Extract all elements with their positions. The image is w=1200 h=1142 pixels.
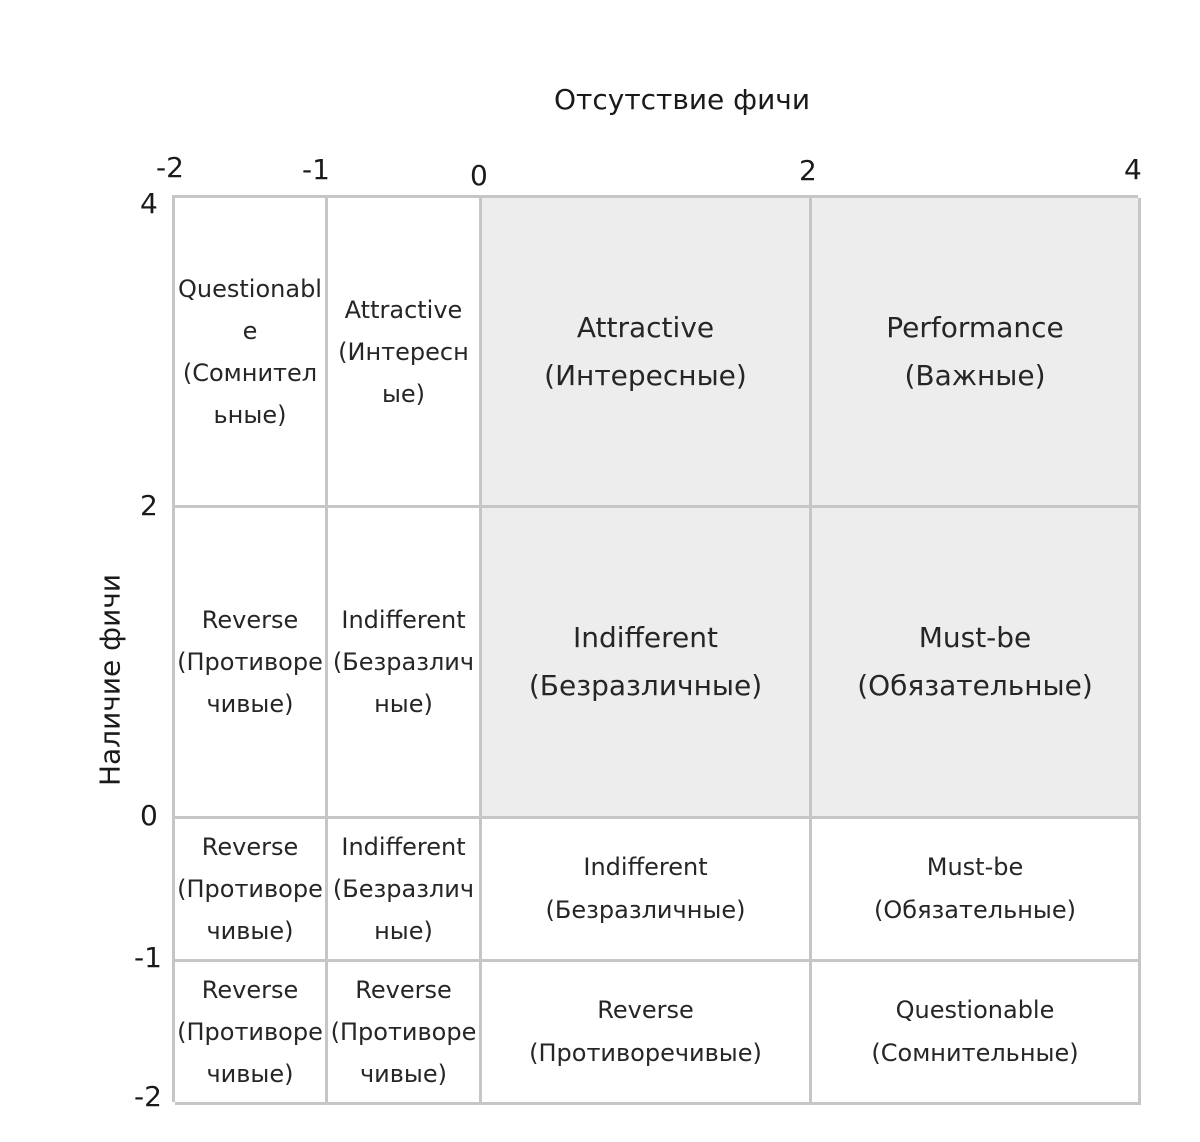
grid-cell: Indifferent (Безразличные) (482, 508, 812, 819)
grid-cell: Performance (Важные) (812, 198, 1141, 508)
grid-cell: Attractive (Интересные) (328, 198, 482, 508)
y-tick: 0 (140, 799, 158, 832)
cell-text: Reverse (Противоречивые) (330, 969, 477, 1095)
y-tick: -1 (134, 941, 162, 974)
cell-text: Questionable (Сомнительные) (814, 989, 1136, 1075)
y-tick: -2 (134, 1080, 162, 1113)
cell-translation: (Безразличные) (545, 896, 746, 924)
cell-translation: (Интересные) (338, 337, 469, 408)
cell-category: Reverse (201, 606, 299, 634)
cell-category: Reverse (201, 976, 299, 1004)
cell-translation: (Обязательные) (874, 896, 1076, 924)
cell-category: Indifferent (573, 621, 718, 654)
cell-category: Attractive (344, 295, 463, 324)
x-axis-title: Отсутствие фичи (554, 83, 811, 116)
cell-category: Indifferent (341, 833, 466, 861)
cell-translation: (Безразличные) (332, 875, 475, 945)
grid-cell: Questionable (Сомнительные) (175, 198, 328, 508)
grid-cell: Indifferent (Безразличные) (482, 819, 812, 962)
y-axis-title: Наличие фичи (93, 573, 127, 787)
x-tick: -1 (302, 153, 330, 186)
cell-text: Must-be (Обязательные) (814, 846, 1136, 932)
grid-cell: Reverse (Противоречивые) (328, 962, 482, 1105)
cell-translation: (Сомнительные) (182, 358, 318, 429)
cell-category: Must-be (918, 621, 1032, 654)
grid-cell: Reverse (Противоречивые) (175, 819, 328, 962)
x-tick: 2 (799, 154, 817, 187)
grid-cell: Reverse (Противоречивые) (175, 508, 328, 819)
grid-cell: Must-be (Обязательные) (812, 819, 1141, 962)
cell-category: Performance (886, 310, 1064, 344)
cell-text: Reverse (Противоречивые) (177, 826, 323, 952)
cell-text: Must-be (Обязательные) (814, 614, 1136, 710)
cell-translation: (Безразличные) (332, 648, 475, 718)
cell-translation: (Важные) (904, 358, 1046, 392)
cell-text: Indifferent (Безразличные) (330, 599, 477, 725)
x-tick: 4 (1124, 153, 1142, 186)
cell-translation: (Сомнительные) (871, 1039, 1079, 1067)
kano-grid: Questionable (Сомнительные) Attractive (Инт… (172, 195, 1141, 1105)
cell-text: Reverse (Противоречивые) (177, 969, 323, 1095)
grid-cell: Reverse (Противоречивые) (175, 962, 328, 1105)
grid-cell: Attractive (Интересные) (482, 198, 812, 508)
grid-cell: Must-be (Обязательные) (812, 508, 1141, 819)
cell-category: Reverse (597, 996, 694, 1024)
cell-translation: (Безразличные) (528, 669, 763, 702)
cell-text: Reverse (Противоречивые) (177, 599, 323, 725)
cell-text: Indifferent (Безразличные) (330, 826, 477, 952)
cell-category: Must-be (926, 853, 1024, 881)
cell-text: Performance (Важные) (814, 304, 1136, 400)
cell-category: Questionable (895, 996, 1055, 1024)
cell-text: Indifferent (Безразличные) (484, 846, 807, 932)
cell-translation: (Противоречивые) (177, 1018, 323, 1088)
x-tick: 0 (470, 159, 488, 192)
x-tick: -2 (156, 151, 184, 184)
cell-text: Indifferent (Безразличные) (484, 614, 807, 710)
grid-cell: Reverse (Противоречивые) (482, 962, 812, 1105)
cell-category: Attractive (576, 310, 715, 344)
cell-translation: (Противоречивые) (177, 875, 323, 945)
cell-translation: (Противоречивые) (330, 1018, 477, 1088)
cell-translation: (Противоречивые) (177, 648, 323, 718)
cell-category: Reverse (355, 976, 452, 1004)
grid-cell: Indifferent (Безразличные) (328, 819, 482, 962)
cell-category: Indifferent (341, 606, 466, 634)
y-tick: 2 (140, 489, 158, 522)
cell-translation: (Обязательные) (857, 669, 1093, 702)
cell-text: Reverse (Противоречивые) (484, 989, 807, 1075)
grid-cell: Questionable (Сомнительные) (812, 962, 1141, 1105)
cell-category: Indifferent (583, 853, 708, 881)
grid-cell: Indifferent (Безразличные) (328, 508, 482, 819)
cell-text: Attractive (Интересные) (330, 289, 477, 415)
y-tick: 4 (140, 187, 158, 220)
cell-text: Questionable (Сомнительные) (177, 268, 323, 436)
cell-category: Reverse (201, 833, 299, 861)
cell-text: Attractive (Интересные) (484, 304, 807, 400)
cell-category: Questionable (178, 274, 322, 345)
cell-translation: (Противоречивые) (529, 1039, 762, 1067)
cell-translation: (Интересные) (544, 358, 747, 392)
